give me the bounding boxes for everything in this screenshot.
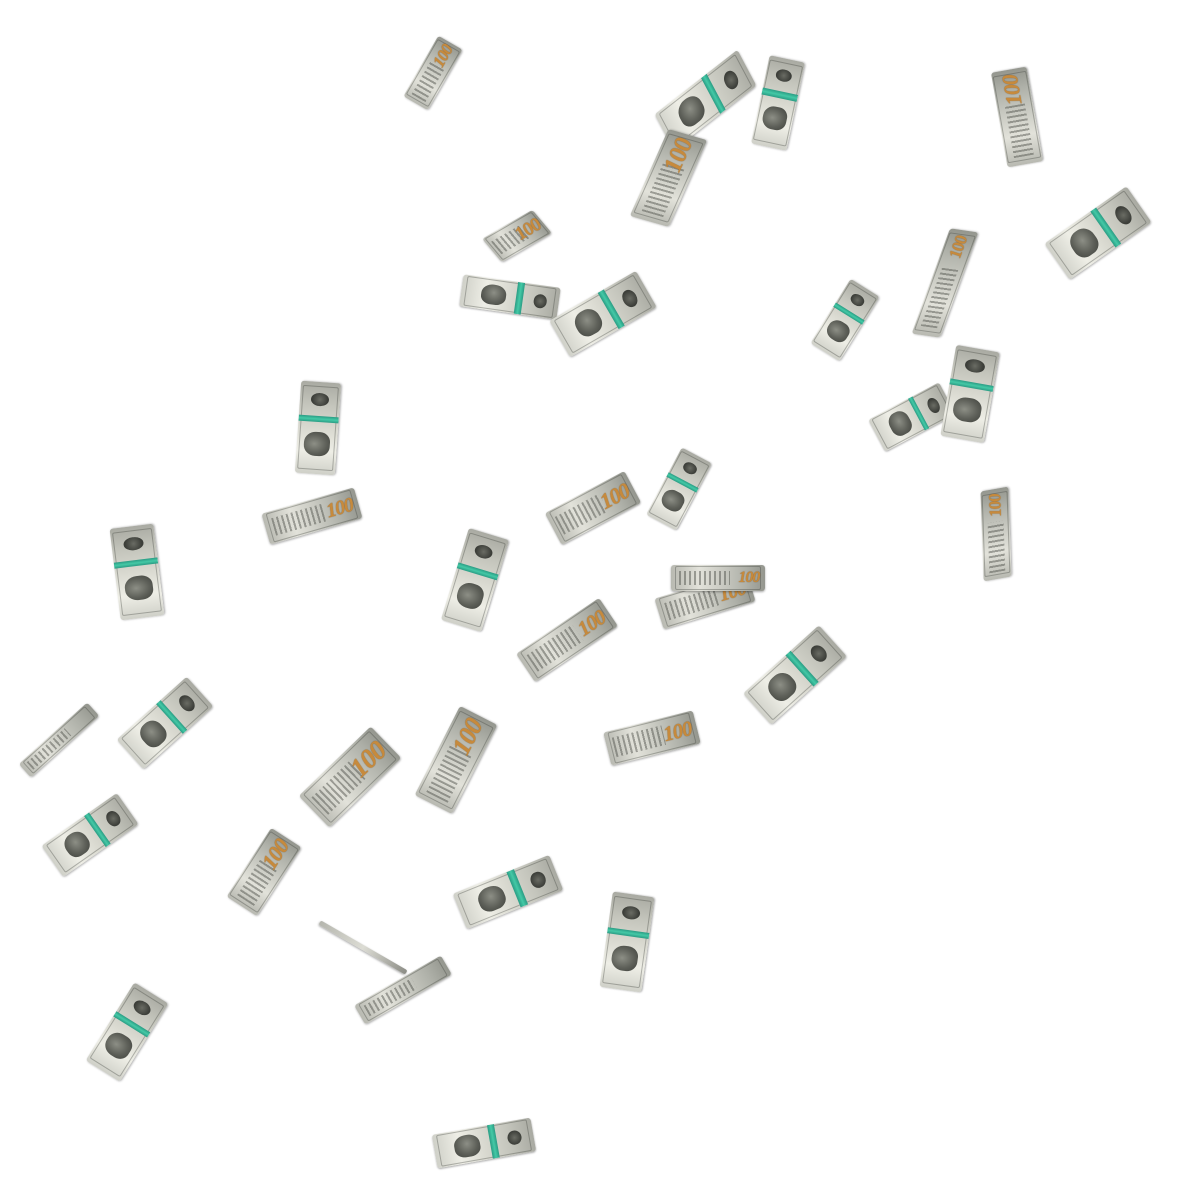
dollar-bill: 100 [226, 827, 302, 917]
dollar-bill [41, 793, 139, 877]
dollar-bill [459, 274, 561, 320]
bill-border [648, 450, 710, 528]
dollar-bill: 100 [629, 129, 707, 227]
dollar-bill [646, 447, 712, 531]
dollar-bill [549, 270, 657, 358]
dollar-bill: 100 [403, 35, 463, 111]
dollar-bill: 100 [261, 487, 363, 545]
bill-border [871, 385, 953, 449]
dollar-bill: 100 [298, 726, 402, 828]
dollar-bill [85, 982, 169, 1082]
dollar-bill: 100 [990, 66, 1044, 168]
dollar-bill [440, 527, 510, 633]
denomination-numeral: 100 [985, 492, 1005, 519]
dollar-bill [354, 955, 452, 1025]
bill-border [1048, 190, 1148, 276]
dollar-bill [431, 1117, 537, 1169]
seal-icon [310, 392, 330, 407]
dollar-bill [743, 625, 847, 725]
dollar-bill [810, 278, 880, 362]
portrait-icon [303, 430, 331, 457]
dollar-bill [318, 919, 408, 975]
dollar-bill [109, 523, 165, 621]
dollar-bill [18, 702, 100, 778]
dollar-bill: 100 [544, 470, 642, 546]
bill-border [45, 796, 135, 874]
dollar-bill: 100 [603, 710, 701, 766]
building-engraving [26, 728, 72, 770]
building-engraving [678, 570, 731, 586]
bill-border [747, 629, 843, 721]
denomination-numeral: 100 [738, 569, 760, 586]
dollar-bill [940, 344, 1000, 444]
dollar-bill: 100 [671, 565, 765, 591]
dollar-bill: 100 [414, 705, 498, 815]
dollar-bill: 100 [516, 597, 618, 683]
dollar-bill [116, 676, 214, 770]
dollar-bill [452, 854, 564, 930]
dollar-bill [751, 55, 805, 151]
bill-border [88, 986, 166, 1078]
building-engraving [987, 520, 1006, 574]
bill-border [553, 274, 653, 354]
dollar-bill [294, 380, 342, 476]
dollar-bill [1044, 186, 1152, 280]
dollar-bill: 100 [911, 228, 979, 338]
bill-border [457, 857, 559, 927]
dollar-bill [599, 891, 655, 993]
bill-border [674, 566, 762, 590]
bill-border [813, 282, 877, 358]
dollar-bill: 100 [482, 209, 552, 263]
denomination-numeral: 100 [996, 73, 1027, 108]
dollar-bill: 100 [980, 486, 1012, 582]
bill-border [120, 680, 210, 766]
